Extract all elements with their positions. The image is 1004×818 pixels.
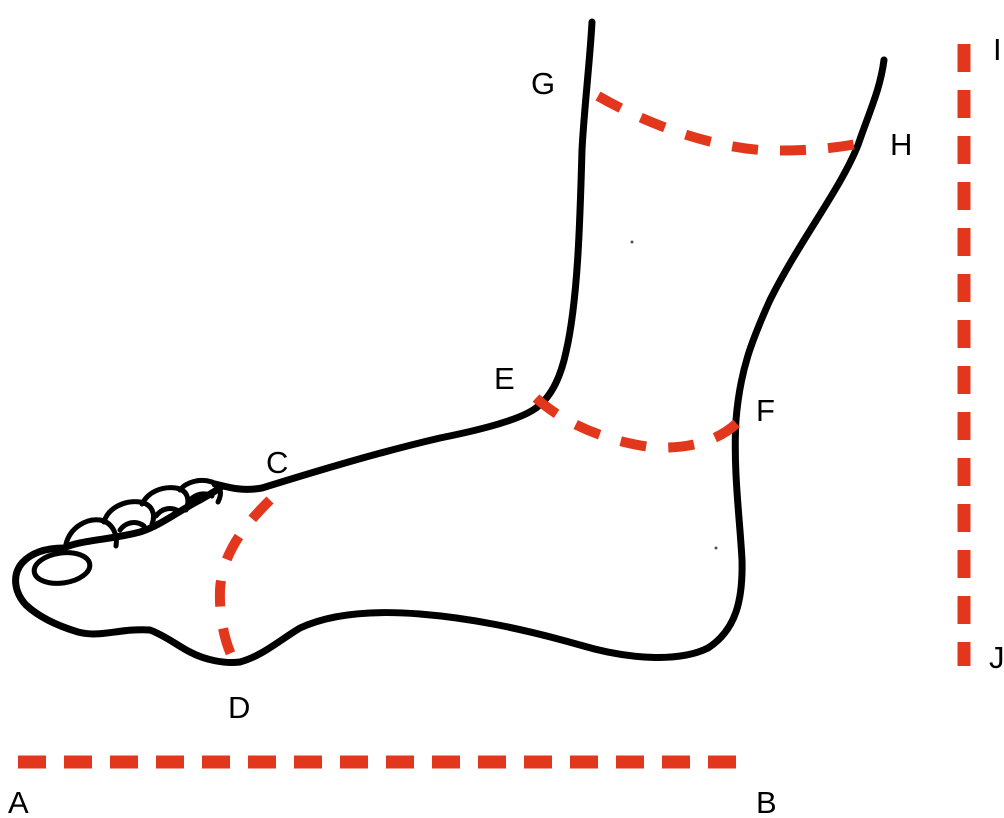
measure-line-c-d [220, 500, 270, 664]
label-e: E [494, 361, 515, 396]
label-a: A [8, 785, 29, 818]
label-f: F [756, 393, 775, 428]
label-b: B [756, 785, 777, 818]
label-c: C [266, 445, 288, 480]
label-j: J [989, 640, 1004, 675]
speck-2 [715, 547, 718, 550]
measurement-lines [18, 44, 964, 762]
measure-line-e-f [536, 398, 738, 448]
instep-line [215, 408, 536, 489]
label-h: H [890, 127, 912, 162]
foot-outline [16, 22, 884, 663]
sole-line [190, 613, 708, 663]
measure-line-g-h [598, 96, 866, 151]
label-g: G [531, 66, 555, 101]
big-toe-nail [32, 549, 92, 587]
label-i: I [993, 32, 1002, 67]
speck-1 [631, 241, 634, 244]
label-d: D [228, 690, 250, 725]
toe-underside-line [16, 548, 190, 652]
